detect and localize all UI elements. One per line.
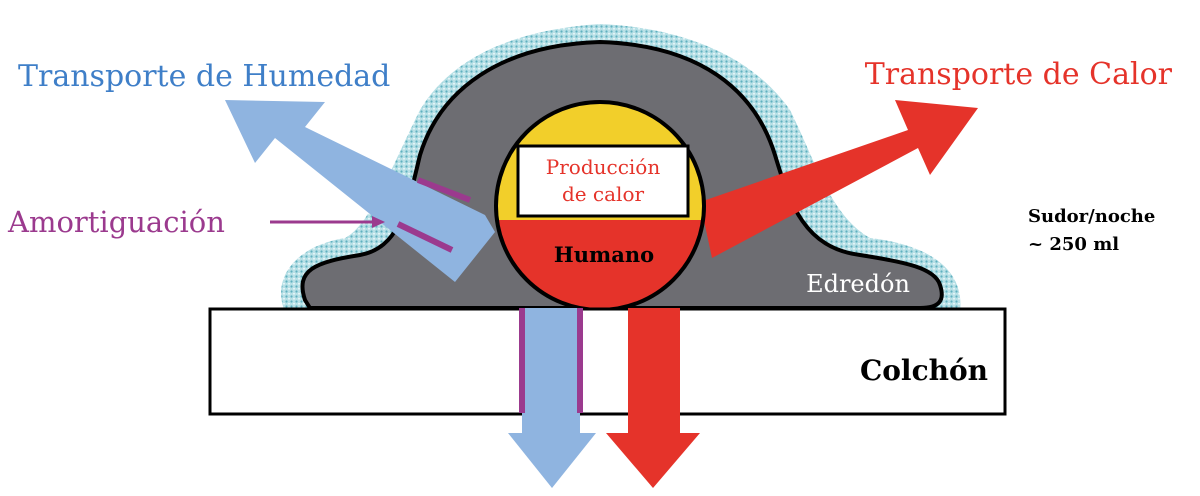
mattress [208,307,1007,416]
downward-heat-shaft [628,308,680,433]
downward-damping-right [577,308,583,413]
downward-damping-left [519,308,525,413]
damping-label: Amortiguación [7,205,225,239]
damping-band-upper [416,177,472,203]
mattress-label: Colchón [860,354,988,387]
heat-production-label-line2: de calor [562,182,645,206]
heat-transport-label: Transporte de Calor [865,57,1173,92]
duvet-label: Edredón [806,270,910,298]
heat-transport-arrow [700,100,978,258]
heat-production-box [516,144,690,218]
heat-production-label-line1: Producción [546,155,661,179]
damping-band-lower [396,221,454,253]
downward-moisture-arrowhead [508,433,596,488]
moisture-transport-label: Transporte de Humedad [18,59,390,94]
downward-moisture-shaft [522,308,580,433]
damping-pointer-head [372,216,385,228]
sweat-amount-label: ~ 250 ml [1028,234,1119,255]
sweat-per-night-label: Sudor/noche [1028,206,1155,227]
downward-heat-arrowhead [606,433,700,488]
human-label: Humano [554,242,654,267]
